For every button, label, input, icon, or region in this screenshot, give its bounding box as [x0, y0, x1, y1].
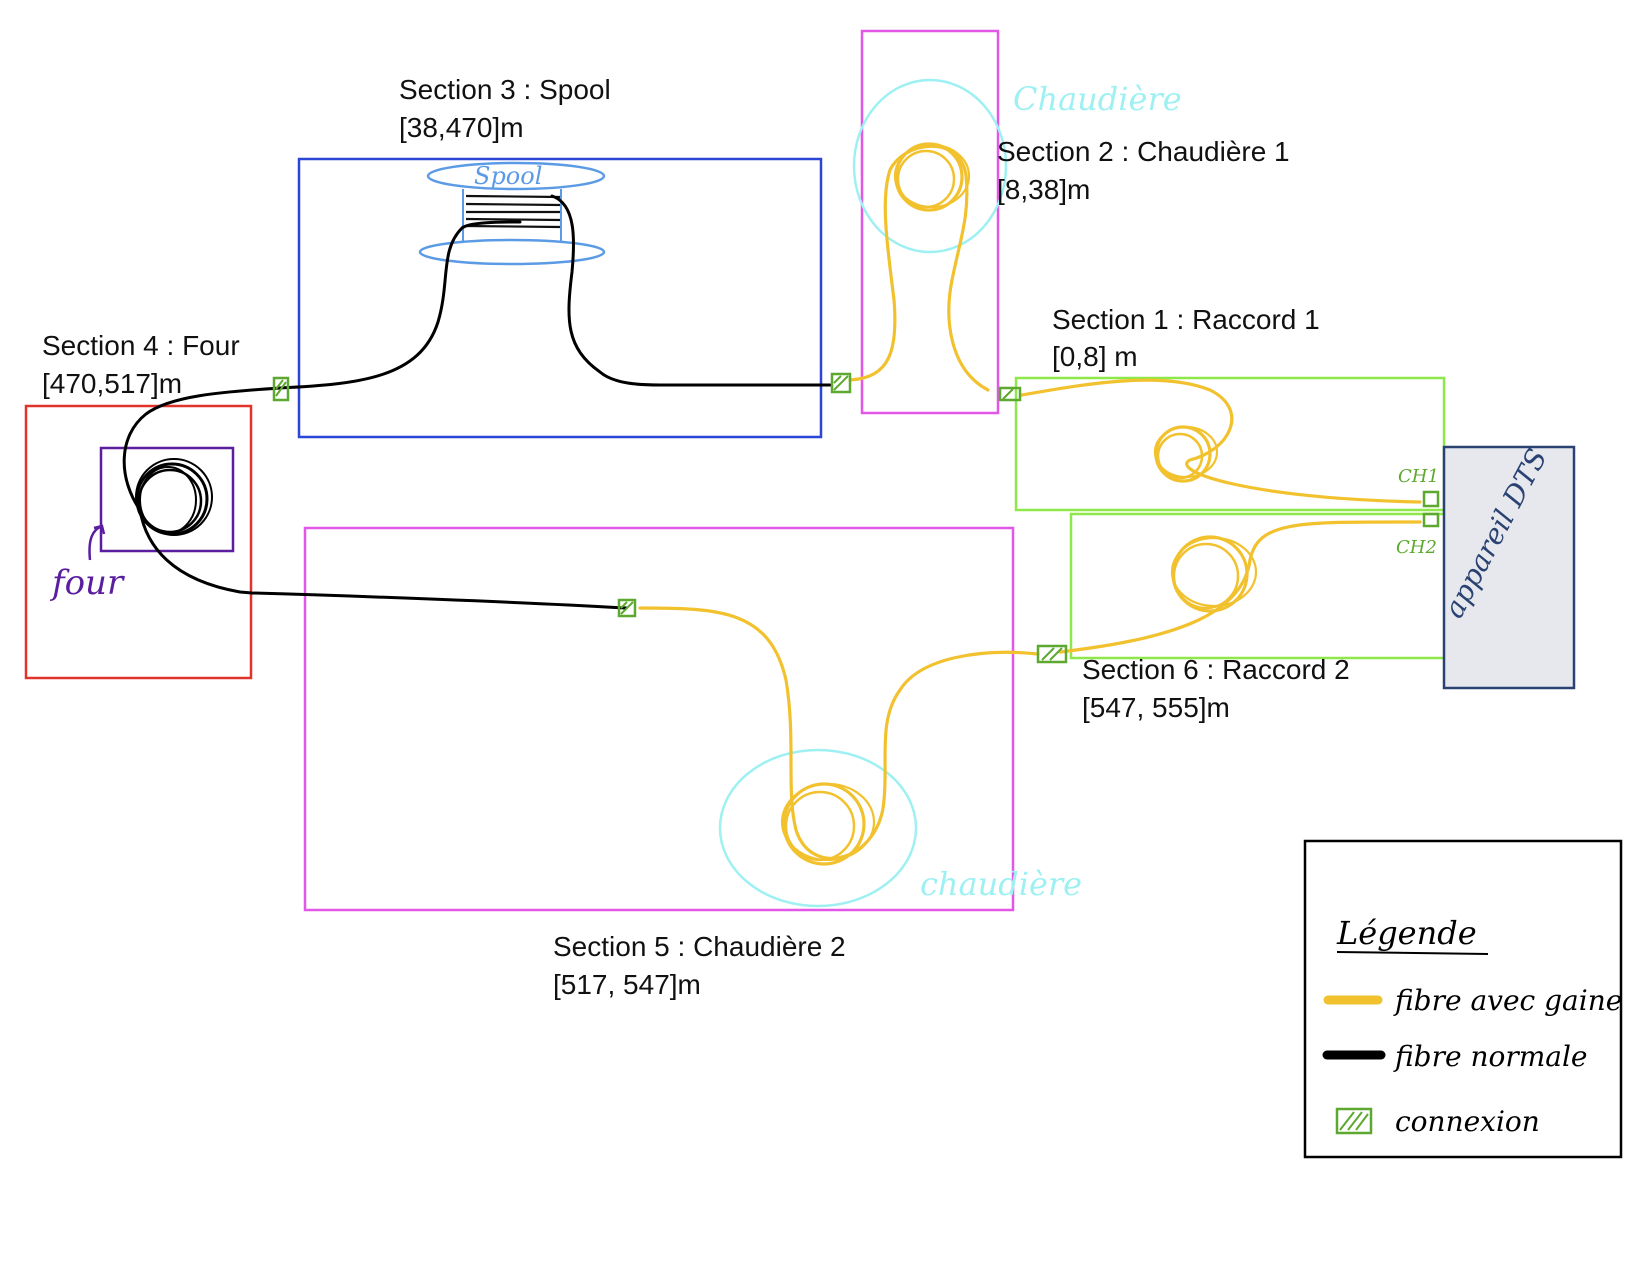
spool-annotation: Spool	[474, 162, 542, 190]
four-annotation: four	[49, 563, 125, 603]
normal-fiber	[122, 194, 832, 610]
connection-3	[998, 386, 1022, 402]
connection-4	[617, 598, 637, 618]
section-3-range: [38,470]m	[399, 112, 524, 143]
legend: Légende fibre avec gaine fibre normale c…	[1303, 839, 1623, 1159]
connection-1	[272, 376, 290, 402]
legend-title: Légende	[1336, 914, 1477, 952]
section-1-box	[1014, 376, 1446, 512]
connection-5	[1036, 644, 1068, 664]
section-3-box	[297, 157, 823, 439]
connections	[272, 372, 1440, 664]
section-4-title: Section 4 : Four	[42, 330, 240, 361]
chaudiere-1-circle	[852, 78, 1008, 254]
chaudiere-2-circle	[718, 748, 918, 908]
section-3-title: Section 3 : Spool	[399, 74, 611, 105]
spool-drawing	[418, 161, 606, 266]
spool-top-flange	[426, 161, 606, 191]
ch2-port	[1422, 512, 1440, 528]
section-5-title: Section 5 : Chaudière 2	[553, 931, 846, 962]
legend-connection-swatch	[1335, 1107, 1373, 1135]
section-5-box	[303, 526, 1015, 912]
legend-normal-label: fibre normale	[1393, 1040, 1588, 1073]
section-1-title: Section 1 : Raccord 1	[1052, 304, 1320, 335]
section-2-title: Section 2 : Chaudière 1	[997, 136, 1290, 167]
dts-device	[1442, 445, 1576, 690]
section-1-range: [0,8] m	[1052, 341, 1138, 372]
section-6-box	[1069, 512, 1449, 660]
legend-sheathed-label: fibre avec gaine	[1393, 984, 1622, 1017]
section-2-range: [8,38]m	[997, 174, 1090, 205]
sheathed-fiber	[638, 142, 1422, 866]
chaudiere-1-annotation: Chaudière	[1013, 80, 1182, 118]
connection-2	[830, 372, 852, 394]
section-6-range: [547, 555]m	[1082, 692, 1230, 723]
section-5-range: [517, 547]m	[553, 969, 701, 1000]
legend-connection-label: connexion	[1395, 1105, 1540, 1138]
spool-bottom-flange	[418, 238, 606, 266]
four-arrow	[88, 524, 106, 561]
section-4-box	[24, 404, 253, 680]
legend-box	[1303, 839, 1623, 1159]
section-6-title: Section 6 : Raccord 2	[1082, 654, 1350, 685]
section-2-box	[860, 29, 1000, 415]
section-4-range: [470,517]m	[42, 368, 182, 399]
chaudiere-2-annotation: chaudière	[920, 865, 1082, 903]
ch2-label: CH2	[1396, 537, 1437, 558]
ch1-label: CH1	[1398, 466, 1439, 487]
ch1-port	[1422, 490, 1440, 508]
four-inner-box	[99, 446, 235, 553]
